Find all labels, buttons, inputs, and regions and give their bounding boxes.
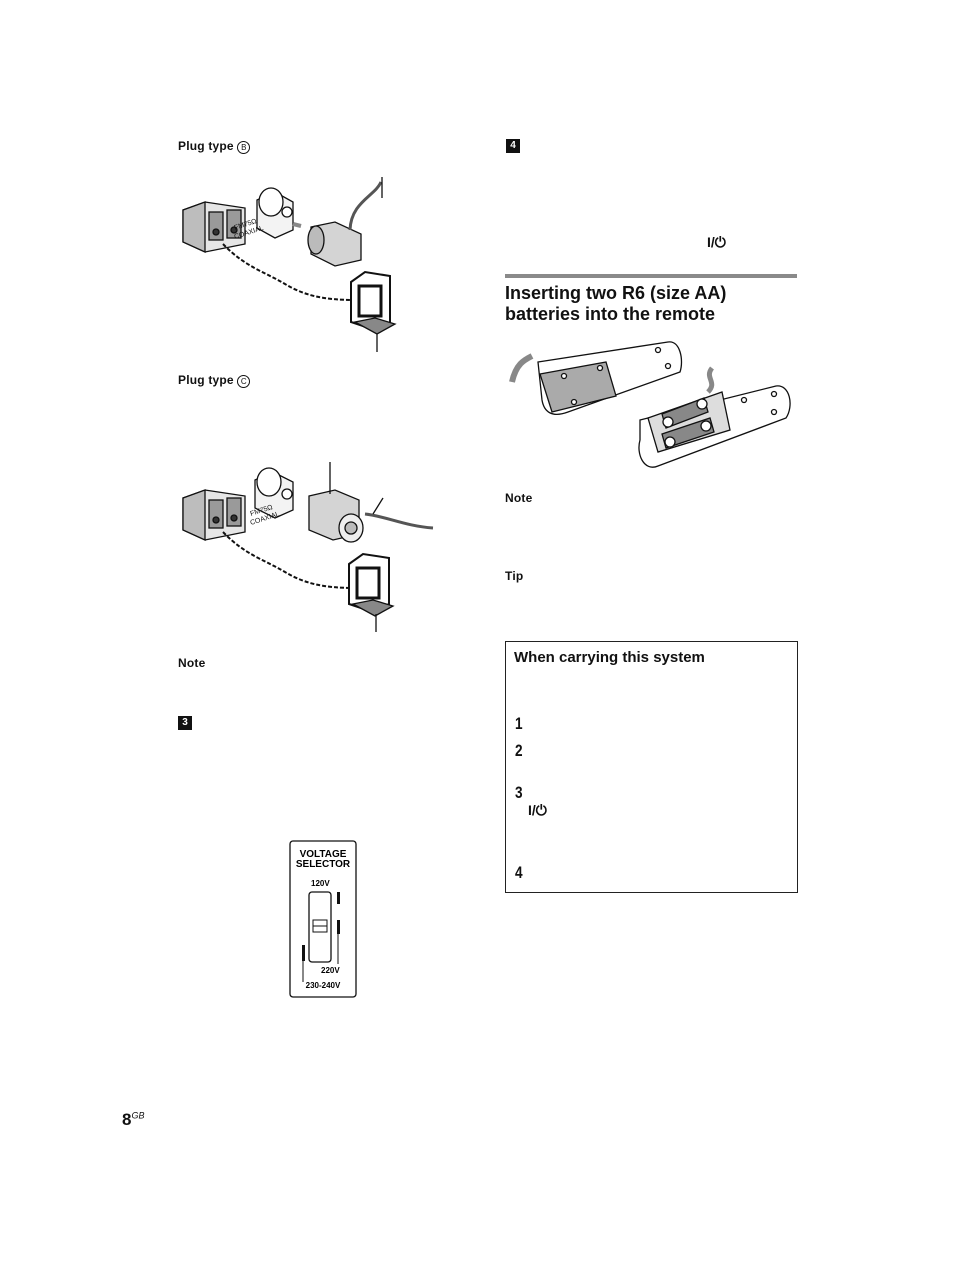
twisted-wire xyxy=(222,531,356,589)
voltage-120: 120V xyxy=(311,879,330,888)
voltage-230-240: 230-240V xyxy=(306,981,341,990)
step-marker-3: 3 xyxy=(178,716,192,730)
note-heading-right: Note xyxy=(505,491,533,505)
step-marker-4: 4 xyxy=(506,139,520,153)
plug-adapter-icon xyxy=(308,489,434,543)
plug-type-b-illustration: FM75Ω COAXIAL xyxy=(182,177,397,352)
coaxial-plug-icon xyxy=(307,181,383,267)
voltage-title-2: SELECTOR xyxy=(296,859,351,870)
carrying-box-title: When carrying this system xyxy=(514,649,705,666)
twisted-wire xyxy=(222,243,356,301)
remote-battery-illustration xyxy=(509,341,791,468)
insert-arrow xyxy=(292,222,302,228)
page-suffix: GB xyxy=(131,1110,145,1121)
loop-antenna-icon xyxy=(350,270,397,335)
power-symbol: I/⏻ xyxy=(707,234,726,250)
remote-open-icon xyxy=(638,385,791,468)
insert-arrow-icon xyxy=(706,366,715,394)
open-arrow-icon xyxy=(509,353,534,383)
circled-marker-b: B xyxy=(237,141,251,154)
callout-line-3 xyxy=(372,497,384,515)
tip-heading: Tip xyxy=(505,569,524,583)
plug-type-c-illustration: FM75Ω COAXIAL xyxy=(182,462,434,632)
box-step-3: 3 xyxy=(515,783,523,802)
remote-back-icon xyxy=(537,341,683,415)
carrying-info-box: When carrying this system 1 2 3 I/⏻ 4 xyxy=(505,641,798,893)
voltage-title-1: VOLTAGE xyxy=(300,849,347,860)
page-number: 8GB xyxy=(122,1110,145,1129)
coaxial-socket-icon xyxy=(256,187,294,239)
coaxial-socket-icon xyxy=(254,467,294,519)
antenna-terminal-icon xyxy=(182,489,246,542)
section-title: Inserting two R6 (size AA) batteries int… xyxy=(505,283,727,324)
section-rule xyxy=(505,274,797,278)
plug-type-c-heading: Plug type C xyxy=(178,373,251,388)
box-step-4: 4 xyxy=(515,863,523,882)
antenna-terminal-icon xyxy=(182,201,246,254)
voltage-220: 220V xyxy=(321,966,340,975)
box-step-1: 1 xyxy=(515,714,523,733)
box-power-symbol: I/⏻ xyxy=(528,802,547,818)
box-step-2: 2 xyxy=(515,741,523,760)
circled-marker-c: C xyxy=(237,375,251,388)
voltage-selector-illustration: VOLTAGE SELECTOR 120V 220V 230-240V xyxy=(289,840,357,998)
loop-antenna-icon xyxy=(348,552,395,617)
plug-type-b-heading: Plug type B xyxy=(178,139,251,154)
note-heading-left: Note xyxy=(178,656,206,670)
